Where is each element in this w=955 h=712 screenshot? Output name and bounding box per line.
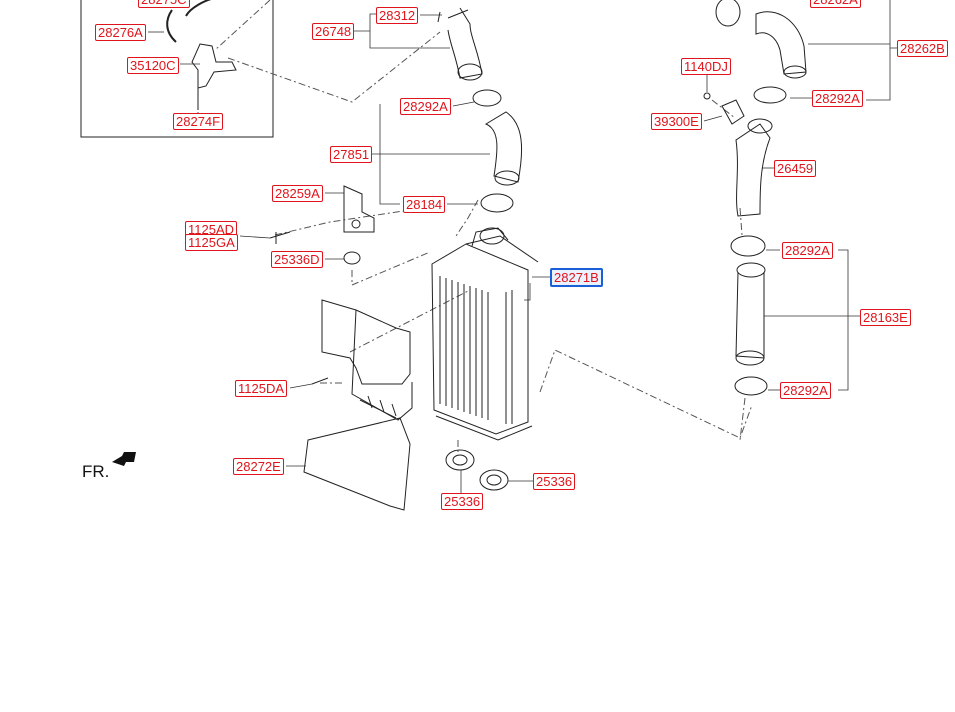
part-label-1125ad[interactable]: 1125AD [185, 221, 238, 238]
part-label-26748[interactable]: 26748 [312, 23, 355, 40]
part-label-1125da[interactable]: 1125DA [235, 380, 288, 397]
detail-inset-box [80, 0, 274, 138]
part-label-27851[interactable]: 27851 [330, 146, 373, 163]
part-label-28292a-right-lower[interactable]: 28292A [780, 382, 831, 399]
part-label-1140dj[interactable]: 1140DJ [681, 58, 731, 75]
part-label-39300e[interactable]: 39300E [651, 113, 702, 130]
part-label-28259a[interactable]: 28259A [272, 185, 323, 202]
part-label-28292a-upper[interactable]: 28292A [400, 98, 451, 115]
part-label-1125ga[interactable]: 1125GA [185, 234, 238, 251]
part-label-25336d[interactable]: 25336D [271, 251, 323, 268]
part-label-28312[interactable]: 28312 [376, 7, 419, 24]
part-label-28274f[interactable]: 28274F [173, 113, 224, 130]
part-label-28276a[interactable]: 28276A [95, 24, 146, 41]
part-label-28262b[interactable]: 28262B [897, 40, 948, 57]
part-label-28275c[interactable]: 28275C [138, 0, 190, 8]
part-label-28271b-selected[interactable]: 28271B [550, 268, 603, 287]
front-direction-arrow-icon [112, 452, 136, 466]
part-label-25336-right[interactable]: 25336 [533, 473, 576, 490]
part-label-26459[interactable]: 26459 [774, 160, 817, 177]
part-label-28292a-right-upper[interactable]: 28292A [812, 90, 863, 107]
part-label-28272e[interactable]: 28272E [233, 458, 284, 475]
part-label-25336-lower[interactable]: 25336 [441, 493, 484, 510]
part-label-28292a-right-mid[interactable]: 28292A [782, 242, 833, 259]
front-direction-label: FR. [82, 462, 110, 481]
part-label-28163e[interactable]: 28163E [860, 309, 911, 326]
part-label-28262a[interactable]: 28262A [810, 0, 861, 8]
part-label-28184[interactable]: 28184 [403, 196, 446, 213]
part-label-35120c[interactable]: 35120C [127, 57, 179, 74]
